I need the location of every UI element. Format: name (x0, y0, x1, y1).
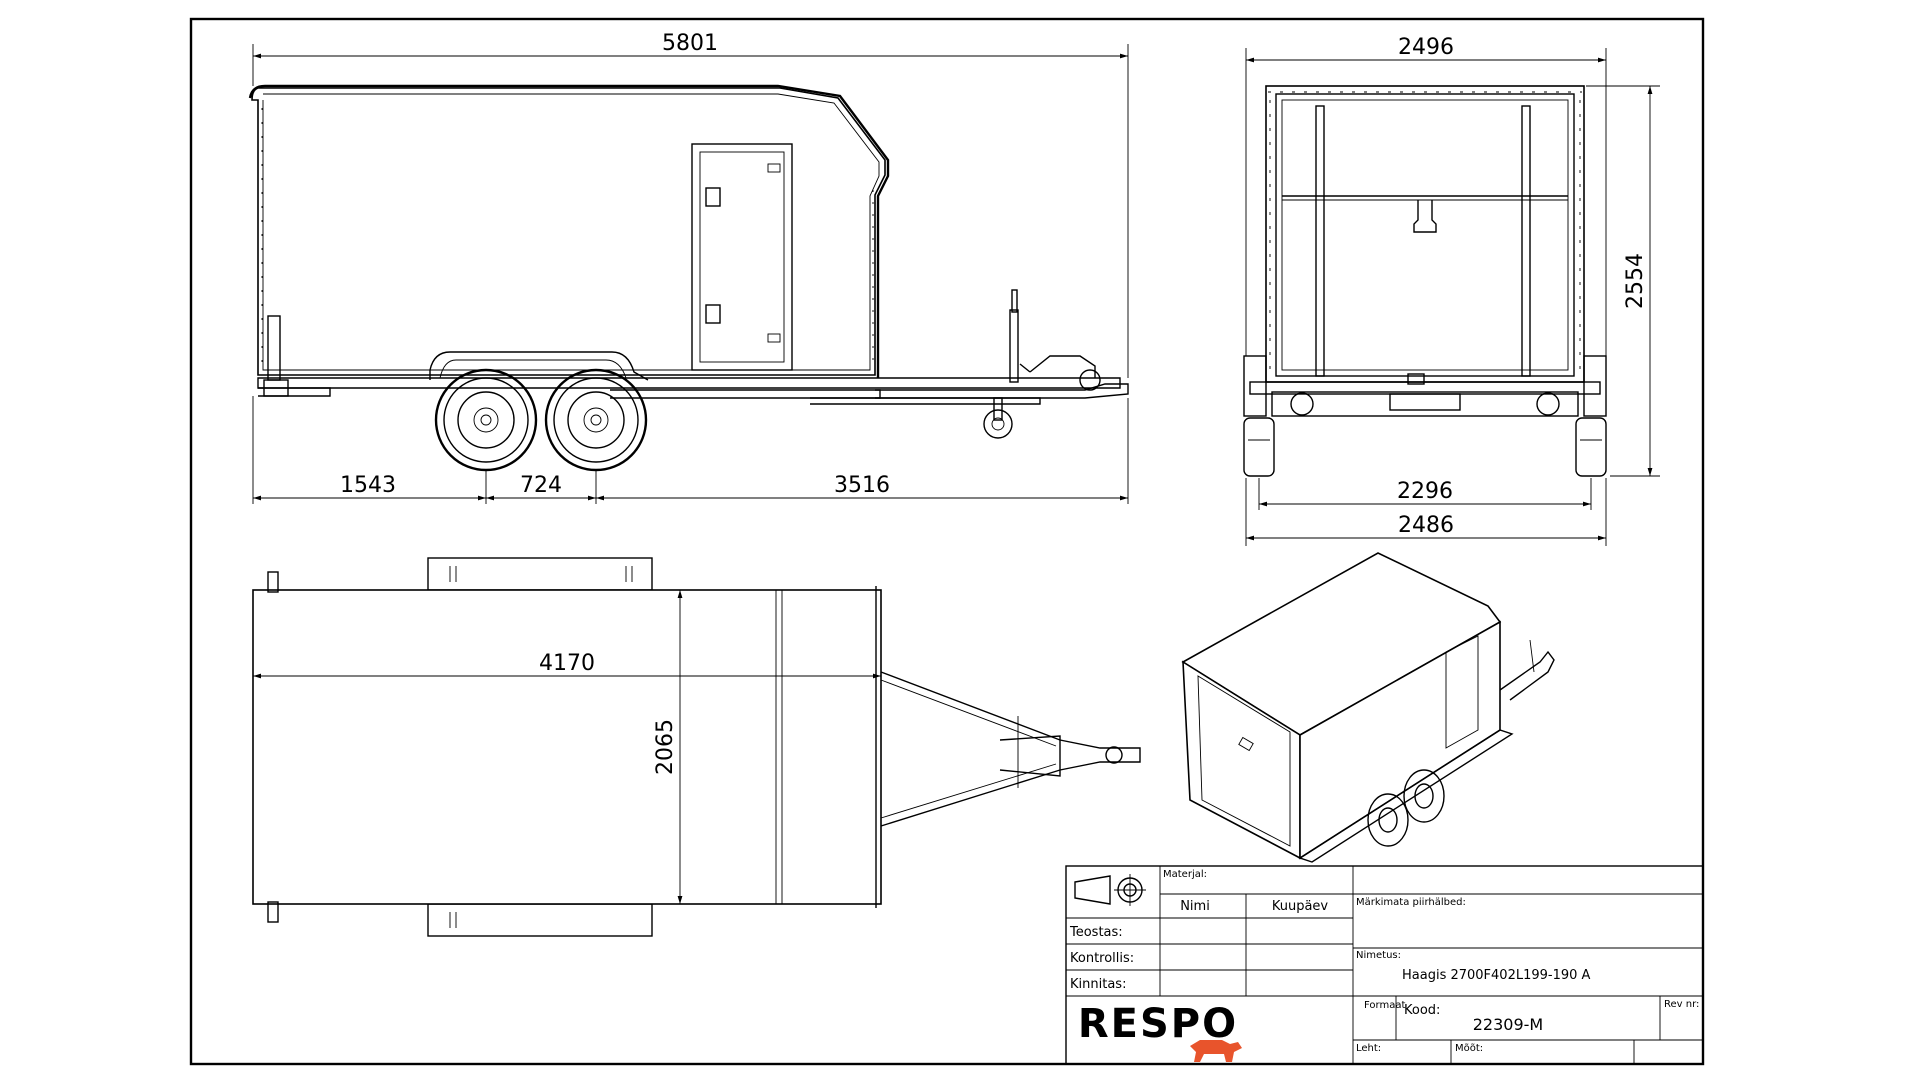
code-label: Kood: (1404, 1003, 1440, 1018)
dim-rear-overhang: 1543 (340, 473, 396, 498)
code-value: 22309-M (1473, 1015, 1543, 1034)
side-wheel-rear (434, 368, 538, 472)
dim-axle-spacing: 724 (520, 473, 562, 498)
dim-top-length: 4170 (539, 651, 595, 676)
rev-label: Rev nr: (1664, 999, 1699, 1010)
format-label: Formaat (1364, 1000, 1405, 1011)
rear-view: 2496 2554 2296 2486 (1243, 35, 1660, 546)
side-wheel-front (544, 368, 648, 472)
bull-logo-icon (1190, 1040, 1242, 1062)
projection-symbol-icon (1074, 874, 1146, 906)
dim-rear-track: 2296 (1397, 479, 1453, 504)
dim-rear-height: 2554 (1623, 253, 1648, 309)
drawn-label: Teostas: (1069, 925, 1123, 940)
date-header: Kuupäev (1272, 899, 1329, 914)
scale-label: Mõõt: (1455, 1043, 1483, 1054)
approved-label: Kinnitas: (1070, 977, 1126, 992)
side-view: 5801 1543 724 3516 (248, 31, 1129, 504)
notes-label: Märkimata piirhälbed: (1356, 897, 1466, 908)
dim-rear-width-bottom: 2486 (1398, 513, 1454, 538)
title-value: Haagis 2700F402L199-190 A (1402, 968, 1591, 983)
title-block: Materjal: Nimi Kuupäev Teostas: Kontroll… (1065, 865, 1704, 1065)
title-label: Nimetus: (1356, 950, 1401, 961)
sheet-label: Leht: (1356, 1043, 1381, 1054)
name-header: Nimi (1180, 899, 1210, 914)
dim-front: 3516 (834, 473, 890, 498)
material-label: Materjal: (1163, 869, 1207, 880)
isometric-view (1181, 552, 1555, 863)
drawing-frame (189, 17, 1705, 1066)
side-door (691, 143, 793, 371)
dim-rear-width-top: 2496 (1398, 35, 1454, 60)
dim-length: 5801 (662, 31, 718, 56)
respo-logo: RESPO (1078, 1001, 1238, 1047)
checked-label: Kontrollis: (1070, 951, 1134, 966)
dim-top-width: 2065 (653, 719, 678, 775)
top-view: 4170 2065 (252, 557, 1141, 937)
